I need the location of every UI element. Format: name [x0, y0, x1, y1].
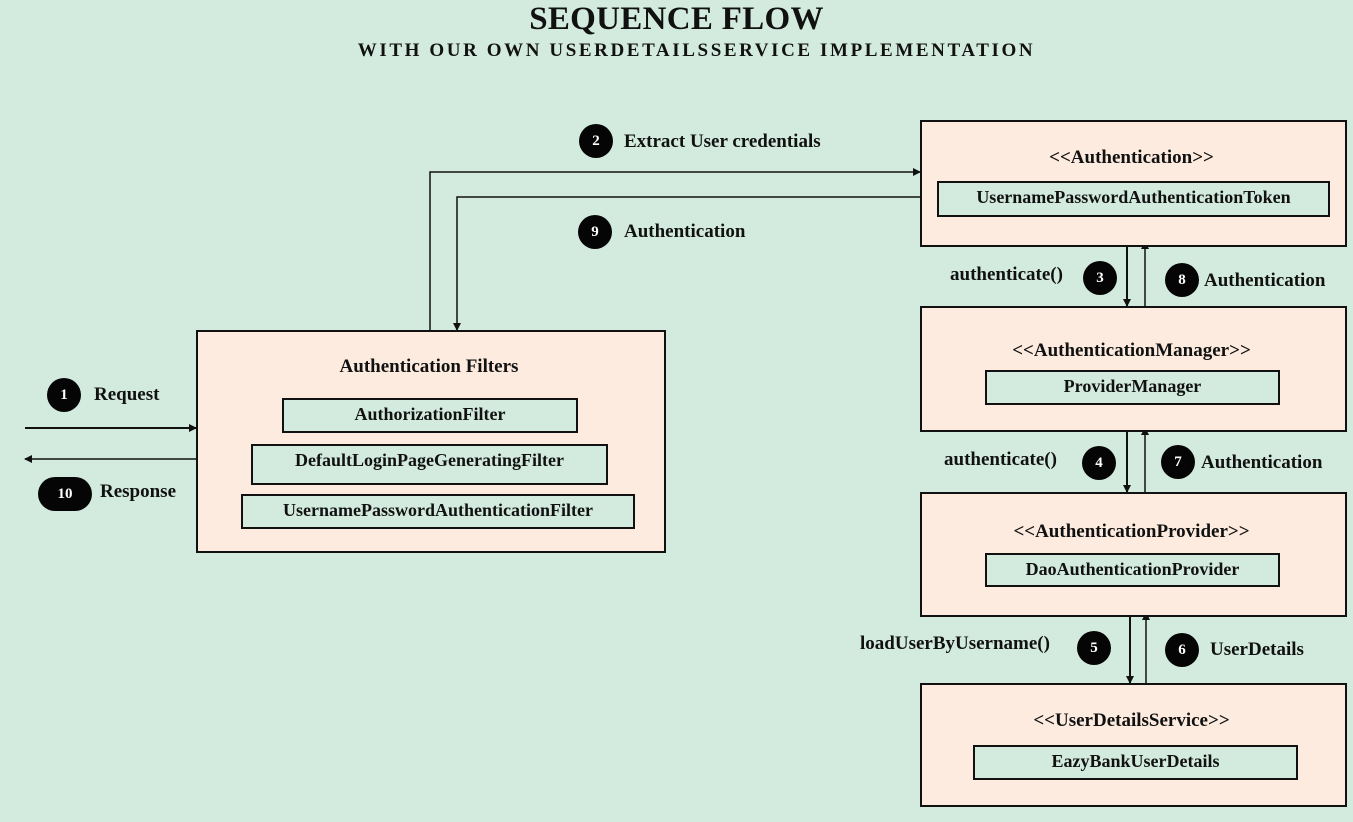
authentication-manager-box: <<AuthenticationManager>> ProviderManage… — [920, 306, 1347, 432]
diagram-subtitle: WITH OUR OWN USERDETAILSSERVICE IMPLEMEN… — [357, 40, 1036, 61]
step-5-badge: 5 — [1077, 631, 1111, 665]
authentication-box: <<Authentication>> UsernamePasswordAuthe… — [920, 120, 1347, 247]
authentication-filters-box: Authentication Filters AuthorizationFilt… — [196, 330, 666, 553]
step-4-label: authenticate() — [944, 449, 1057, 470]
step-7-label: Authentication — [1201, 452, 1323, 473]
user-details-service-box: <<UserDetailsService>> EazyBankUserDetai… — [920, 683, 1347, 807]
step-7-badge: 7 — [1161, 445, 1195, 479]
step-3-label: authenticate() — [950, 264, 1063, 285]
manager-impl: ProviderManager — [985, 370, 1280, 405]
step-5-label: loadUserByUsername() — [860, 633, 1050, 654]
arrow-extract-credentials — [429, 168, 921, 330]
diagram-title: SEQUENCE FLOW — [529, 1, 824, 37]
filter-default-login-page: DefaultLoginPageGeneratingFilter — [251, 444, 608, 485]
step-1-label: Request — [94, 384, 160, 405]
authentication-impl: UsernamePasswordAuthenticationToken — [937, 181, 1330, 217]
filter-authorization: AuthorizationFilter — [282, 398, 578, 433]
authentication-stereotype: <<Authentication>> — [1049, 147, 1214, 168]
step-9-label: Authentication — [624, 221, 746, 242]
authentication-provider-box: <<AuthenticationProvider>> DaoAuthentica… — [920, 492, 1347, 617]
arrow-authentication-to-filter — [453, 196, 920, 331]
step-3-badge: 3 — [1083, 261, 1117, 295]
step-6-badge: 6 — [1165, 633, 1199, 667]
uds-stereotype: <<UserDetailsService>> — [1033, 710, 1230, 731]
step-9-badge: 9 — [578, 215, 612, 249]
step-2-label: Extract User credentials — [624, 131, 821, 152]
step-6-label: UserDetails — [1210, 639, 1304, 660]
provider-impl: DaoAuthenticationProvider — [985, 553, 1280, 587]
manager-stereotype: <<AuthenticationManager>> — [1012, 340, 1251, 361]
step-1-badge: 1 — [47, 378, 81, 412]
step-8-badge: 8 — [1165, 263, 1199, 297]
step-2-badge: 2 — [579, 124, 613, 158]
filters-heading: Authentication Filters — [339, 356, 519, 377]
uds-impl: EazyBankUserDetails — [973, 745, 1298, 780]
provider-stereotype: <<AuthenticationProvider>> — [1013, 521, 1250, 542]
step-4-badge: 4 — [1082, 446, 1116, 480]
step-10-badge: 10 — [38, 477, 92, 511]
step-8-label: Authentication — [1204, 270, 1326, 291]
filter-username-password: UsernamePasswordAuthenticationFilter — [241, 494, 635, 529]
step-10-label: Response — [100, 481, 177, 502]
